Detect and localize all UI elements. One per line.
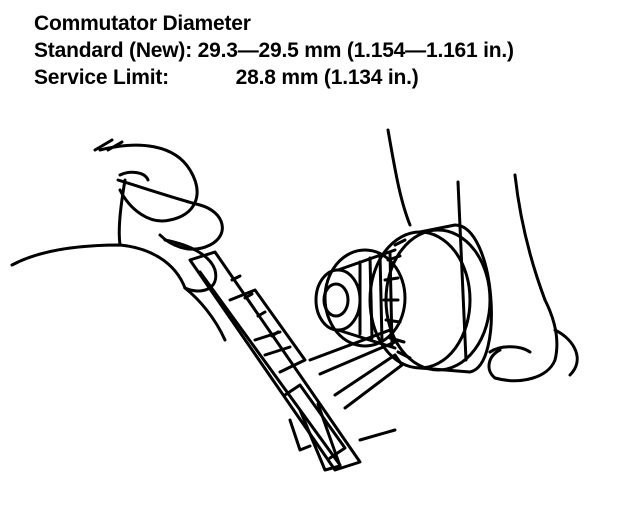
service-limit-label: Service Limit:	[34, 66, 169, 89]
spec-title: Commutator Diameter	[34, 12, 251, 35]
standard-label: Standard (New):	[34, 39, 193, 62]
service-limit-value: 28.8 mm (1.134 in.)	[235, 66, 419, 89]
spec-block: Commutator Diameter Standard (New): 29.3…	[34, 10, 514, 91]
standard-value: 29.3—29.5 mm (1.154—1.161 in.)	[197, 39, 514, 62]
right-hand-illustration	[386, 128, 579, 383]
standard-row: Standard (New): 29.3—29.5 mm (1.154—1.16…	[34, 37, 514, 64]
left-hand-illustration	[10, 138, 227, 342]
service-limit-row: Service Limit: 28.8 mm (1.134 in.)	[34, 64, 514, 91]
vernier-caliper-illustration	[188, 250, 404, 472]
caliper-measuring-commutator-illustration	[10, 128, 579, 472]
